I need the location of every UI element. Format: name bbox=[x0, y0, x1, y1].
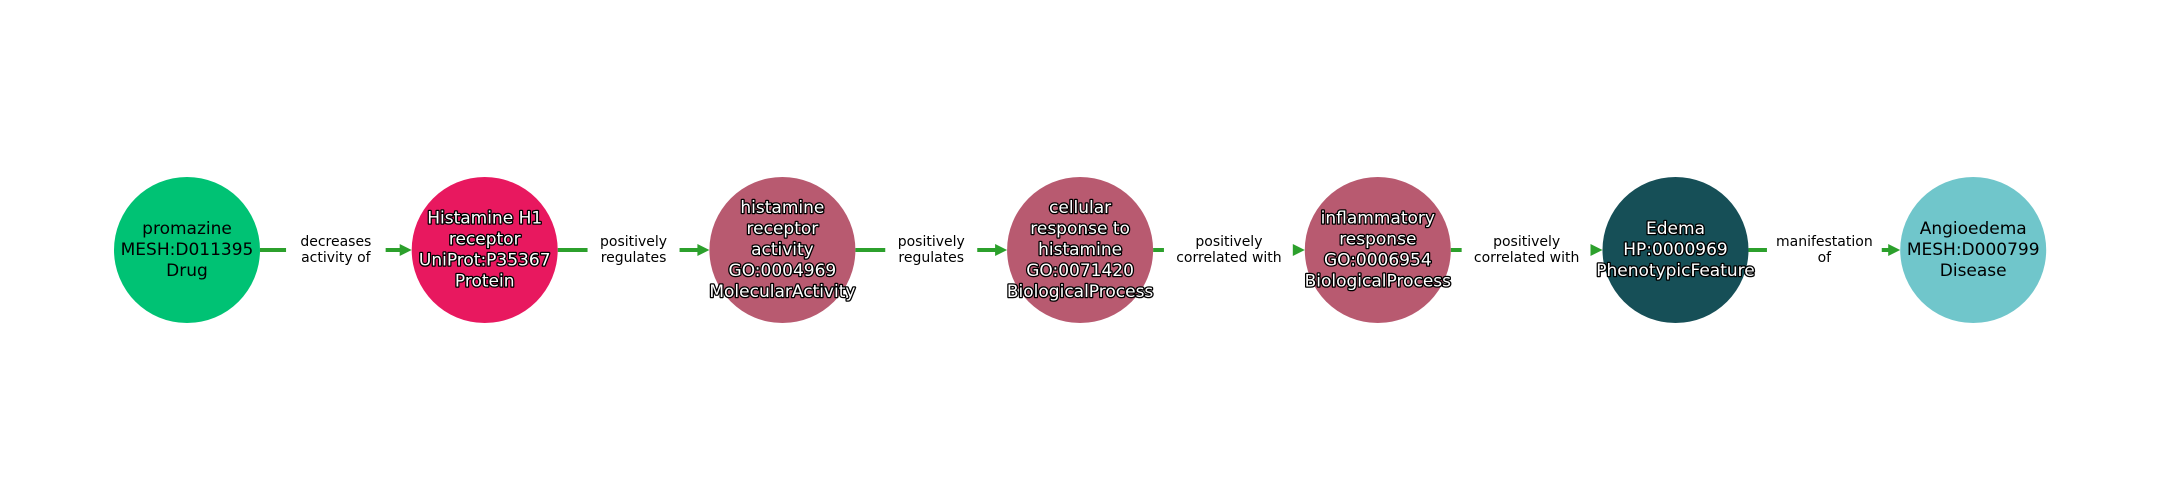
node-label: Disease bbox=[1940, 261, 2007, 281]
node-label: UniProt:P35367 bbox=[419, 251, 551, 271]
node[interactable]: Histamine H1receptorUniProt:P35367Protei… bbox=[411, 177, 558, 323]
edge-label: positively bbox=[1195, 234, 1262, 250]
node-label: inflammatory bbox=[1321, 209, 1435, 229]
node-label: MESH:D000799 bbox=[1907, 240, 2040, 260]
node-label: BiologicalProcess bbox=[1007, 282, 1154, 302]
node-label: receptor bbox=[747, 219, 819, 239]
node-label: GO:0006954 bbox=[1324, 251, 1432, 271]
node-label: Angioedema bbox=[1920, 219, 2027, 239]
node-label: Edema bbox=[1646, 219, 1705, 239]
node-circle bbox=[1602, 177, 1749, 323]
arrow-head-icon bbox=[1888, 244, 1901, 256]
edge-label: regulates bbox=[898, 250, 964, 266]
node-label: histamine bbox=[1038, 240, 1122, 260]
edge-label: regulates bbox=[601, 250, 667, 266]
node-circle bbox=[1007, 177, 1154, 323]
node-label: receptor bbox=[449, 230, 521, 250]
node-label: BiologicalProcess bbox=[1305, 272, 1452, 292]
edge-label: decreases bbox=[300, 234, 371, 250]
node-label: histamine bbox=[740, 198, 824, 218]
arrow-head-icon bbox=[399, 244, 412, 256]
node-label: response to bbox=[1030, 219, 1130, 239]
edge-label: correlated with bbox=[1474, 250, 1579, 266]
edge-label: of bbox=[1818, 250, 1833, 266]
node-label: Protein bbox=[455, 272, 515, 292]
node-label: Histamine H1 bbox=[427, 209, 542, 229]
arrow-head-icon bbox=[995, 244, 1008, 256]
node-label: Drug bbox=[166, 261, 208, 281]
node-label: GO:0071420 bbox=[1026, 261, 1134, 281]
node-label: cellular bbox=[1049, 198, 1111, 218]
edge-label: manifestation bbox=[1776, 234, 1873, 250]
node-circle bbox=[709, 177, 856, 323]
node-label: HP:0000969 bbox=[1623, 240, 1727, 260]
edge-label: correlated with bbox=[1176, 250, 1281, 266]
node-label: promazine bbox=[142, 219, 232, 239]
arrow-head-icon bbox=[697, 244, 710, 256]
node-label: MolecularActivity bbox=[709, 282, 855, 302]
node-label: MESH:D011395 bbox=[121, 240, 254, 260]
arrow-head-icon bbox=[1292, 244, 1305, 256]
node-circle bbox=[411, 177, 558, 323]
node[interactable]: histaminereceptoractivityGO:0004969Molec… bbox=[708, 177, 857, 323]
node-label: response bbox=[1339, 230, 1416, 250]
node[interactable]: inflammatoryresponseGO:0006954Biological… bbox=[1303, 177, 1452, 323]
node-circle bbox=[1900, 177, 2047, 323]
node-circle bbox=[1304, 177, 1451, 323]
edge-label: activity of bbox=[301, 250, 372, 266]
edge-label: positively bbox=[898, 234, 965, 250]
edge-label: positively bbox=[600, 234, 667, 250]
arrow-head-icon bbox=[1590, 244, 1603, 256]
edge-label: positively bbox=[1493, 234, 1560, 250]
node-label: activity bbox=[751, 240, 814, 260]
node-circle bbox=[114, 177, 260, 323]
node-label: PhenotypicFeature bbox=[1596, 261, 1755, 281]
node-label: GO:0004969 bbox=[729, 261, 837, 281]
